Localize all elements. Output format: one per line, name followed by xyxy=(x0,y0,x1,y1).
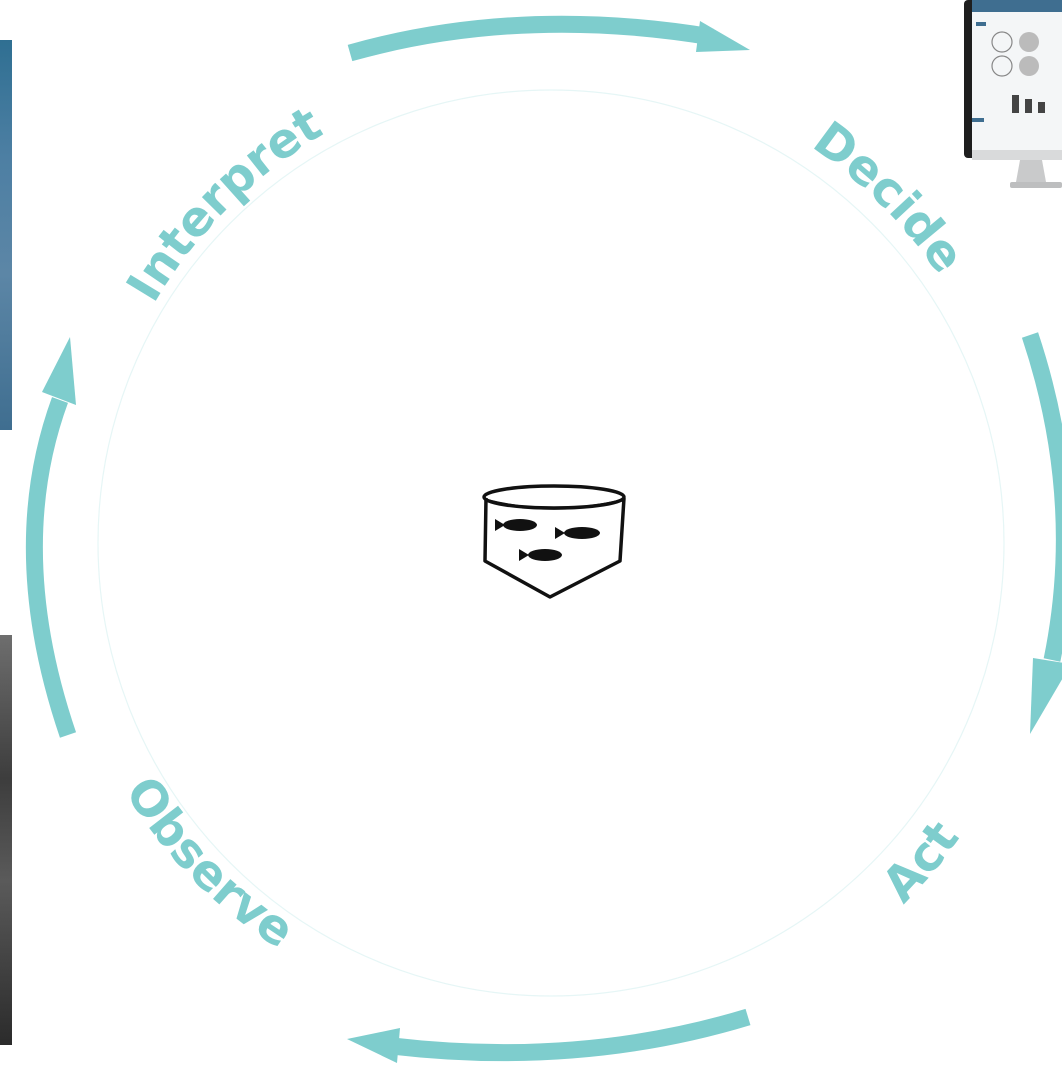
stage-label-act: Act xyxy=(871,811,970,913)
fish-pen-icon xyxy=(484,486,624,597)
stage-label-interpret: Interpret xyxy=(116,96,331,311)
cycle-arrow-right xyxy=(1030,335,1062,734)
cycle-arrow-top xyxy=(350,21,750,53)
fish-icon xyxy=(555,527,600,539)
stage-label-observe: Observe xyxy=(114,767,304,960)
fish-icon xyxy=(519,549,562,561)
fish-icon xyxy=(495,519,537,531)
cycle-arrow-left xyxy=(34,337,76,735)
cycle-arrow-bottom xyxy=(347,1017,748,1063)
stage-label-decide: Decide xyxy=(803,111,975,283)
